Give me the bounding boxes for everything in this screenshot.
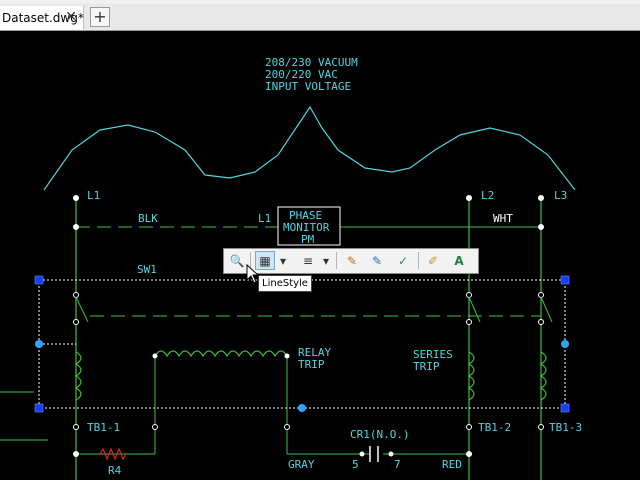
edit-tool-1-icon[interactable]: ✎ xyxy=(346,253,358,268)
grip-mid-right[interactable] xyxy=(561,340,569,348)
terminal-relay-top-left[interactable] xyxy=(152,353,158,359)
coil-l3[interactable] xyxy=(539,351,547,401)
label-pin-7: 7 xyxy=(394,458,401,471)
label-gray: GRAY xyxy=(288,458,315,471)
terminal-l2-bottom[interactable] xyxy=(466,451,472,457)
switch-blade-l3 xyxy=(540,296,553,323)
switch-node-l3-bottom[interactable] xyxy=(538,319,544,325)
label-red: RED xyxy=(442,458,462,471)
terminal-nodes[interactable] xyxy=(73,195,544,457)
label-l2: L2 xyxy=(481,189,494,202)
zoom-icon[interactable]: 🔍 xyxy=(229,253,245,268)
switch-node-l2-bottom[interactable] xyxy=(466,319,472,325)
label-sw1: SW1 xyxy=(137,263,157,276)
quick-properties-toolbar: 🔍 ▦ ▾ ≡ ▾ ✎ ✎ ✓ ✐ A xyxy=(223,248,479,274)
voltage-waveform[interactable] xyxy=(43,105,576,191)
linestyle-icon[interactable]: ▦ xyxy=(255,251,275,270)
terminal-tb1-2[interactable] xyxy=(466,424,472,430)
label-r4: R4 xyxy=(108,464,122,477)
document-tab-bar: Dataset.dwg* ✕ + xyxy=(0,4,640,31)
selection-rectangle[interactable] xyxy=(38,279,566,409)
terminal-pin-5[interactable] xyxy=(359,451,365,457)
terminal-l1-blk[interactable] xyxy=(73,224,79,230)
new-tab-button[interactable]: + xyxy=(90,7,110,27)
switch-node-l3-top[interactable] xyxy=(538,292,544,298)
phase-box-line-1: PHASE xyxy=(289,209,322,222)
terminal-l1-bottom[interactable] xyxy=(73,451,79,457)
grip-top-right[interactable] xyxy=(560,275,570,285)
label-tb1-3: TB1-3 xyxy=(549,421,582,434)
selection-grips[interactable] xyxy=(34,275,570,413)
mouse-cursor-icon xyxy=(246,264,260,284)
lineweight-icon[interactable]: ≡ xyxy=(302,253,314,268)
label-pin-5: 5 xyxy=(352,458,359,471)
document-tab[interactable]: Dataset.dwg* ✕ xyxy=(0,6,84,30)
switch-node-l1-top[interactable] xyxy=(73,292,79,298)
edit-tool-4-icon[interactable]: ✐ xyxy=(427,253,439,268)
label-relay-trip-1: RELAY xyxy=(298,346,331,359)
grip-top-left[interactable] xyxy=(34,275,44,285)
switch-blade-l2 xyxy=(468,296,481,323)
terminal-tb1-3[interactable] xyxy=(538,424,544,430)
label-l1-top: L1 xyxy=(87,189,100,202)
phase-monitor-box[interactable] xyxy=(277,206,341,246)
terminal-pin-7[interactable] xyxy=(388,451,394,457)
title-line-2: 200/220 VAC xyxy=(265,68,338,81)
label-wht: WHT xyxy=(493,212,513,225)
text-tool-icon[interactable]: A xyxy=(454,253,464,268)
lineweight-dropdown-icon[interactable]: ▾ xyxy=(322,253,330,268)
phase-box-line-2: MONITOR xyxy=(283,221,330,234)
switch-node-l1-bottom[interactable] xyxy=(73,319,79,325)
label-series-trip-1: SERIES xyxy=(413,348,453,361)
switch-contacts[interactable] xyxy=(73,292,544,325)
edit-tool-2-icon[interactable]: ✎ xyxy=(371,253,383,268)
toolbar-separator xyxy=(336,252,337,269)
terminal-l3-top[interactable] xyxy=(538,195,544,201)
label-cr1: CR1(N.O.) xyxy=(350,428,410,441)
toolbar-separator xyxy=(418,252,419,269)
switch-blade-l1 xyxy=(75,296,89,323)
switch-node-l2-top[interactable] xyxy=(466,292,472,298)
edit-tool-3-icon[interactable]: ✓ xyxy=(397,253,409,268)
phase-box-line-3: PM xyxy=(301,233,315,246)
terminal-tb1-1[interactable] xyxy=(73,424,79,430)
label-tb1-2: TB1-2 xyxy=(478,421,511,434)
title-line-3: INPUT VOLTAGE xyxy=(265,80,351,93)
terminal-relay-top-right[interactable] xyxy=(284,353,290,359)
title-line-1: 208/230 VACUUM xyxy=(265,56,358,69)
grip-mid-bottom[interactable] xyxy=(298,404,306,412)
grip-bottom-left[interactable] xyxy=(34,403,44,413)
document-tab-label: Dataset.dwg* xyxy=(2,11,84,25)
close-tab-icon[interactable]: ✕ xyxy=(65,9,77,25)
grip-bottom-right[interactable] xyxy=(560,403,570,413)
coil-l1[interactable] xyxy=(74,351,82,401)
terminal-relay-left[interactable] xyxy=(152,424,158,430)
label-tb1-1: TB1-1 xyxy=(87,421,120,434)
linestyle-tooltip: LineStyle xyxy=(258,275,312,292)
grip-mid-left[interactable] xyxy=(35,340,43,348)
linestyle-dropdown-icon[interactable]: ▾ xyxy=(279,253,287,268)
terminal-l1-top[interactable] xyxy=(73,195,79,201)
label-blk: BLK xyxy=(138,212,158,225)
terminal-l2-top[interactable] xyxy=(466,195,472,201)
label-l1-mid: L1 xyxy=(258,212,271,225)
label-l3: L3 xyxy=(554,189,567,202)
terminal-l3-wht[interactable] xyxy=(538,224,544,230)
resistor-r4[interactable] xyxy=(99,447,127,461)
label-series-trip-2: TRIP xyxy=(413,360,440,373)
terminal-relay-right[interactable] xyxy=(284,424,290,430)
label-relay-trip-2: TRIP xyxy=(298,358,325,371)
drawing-canvas[interactable]: 208/230 VACUUM 200/220 VAC INPUT VOLTAGE… xyxy=(0,31,640,480)
coil-l2[interactable] xyxy=(467,351,475,401)
relay-trip-coil[interactable] xyxy=(154,350,288,358)
toolbar-separator xyxy=(250,252,251,269)
